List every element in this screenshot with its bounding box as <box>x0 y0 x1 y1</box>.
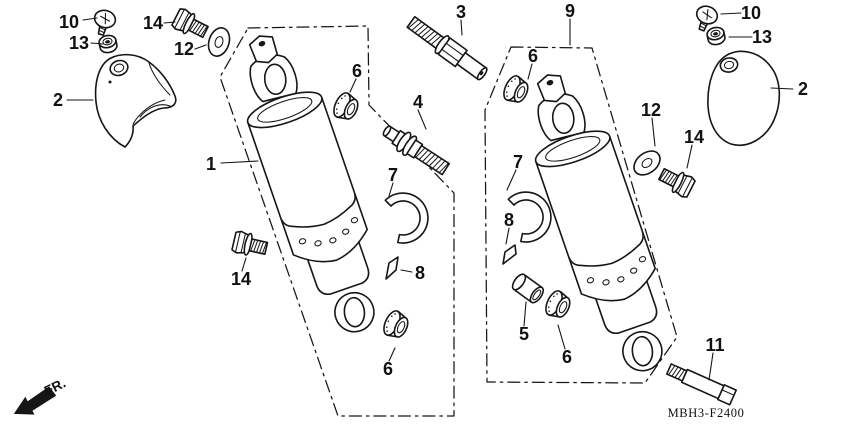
callout-leader-7-9 <box>388 182 394 197</box>
callout-label-4-8: 4 <box>413 92 423 112</box>
callout-label-14-16: 14 <box>684 127 704 147</box>
callout-leader-2-19 <box>770 87 794 90</box>
callout-leader-10-0 <box>82 17 98 21</box>
callout-label-1-5: 1 <box>206 154 216 174</box>
part-6-bushing-left-bottom <box>379 307 413 343</box>
callout-label-10-17: 10 <box>741 3 761 23</box>
right-assembly-boundary <box>484 46 678 384</box>
part-11-mounting-bolt <box>664 360 738 406</box>
callout-leader-6-23 <box>557 324 566 350</box>
callout-label-2-19: 2 <box>798 79 808 99</box>
callout-label-13-1: 13 <box>69 33 89 53</box>
part-6-bushing-left-top <box>329 89 363 125</box>
callout-leader-10-17 <box>720 12 742 15</box>
callout-label-5-22: 5 <box>519 324 529 344</box>
part-10-screw-left <box>89 7 119 38</box>
callout-label-9-13: 9 <box>565 1 575 21</box>
callout-leader-11-24 <box>708 352 714 381</box>
callout-label-2-4: 2 <box>53 90 63 110</box>
part-6-bushing-right-bottom <box>541 287 575 323</box>
fr-direction-arrow: FR. <box>13 375 68 415</box>
callout-label-8-21: 8 <box>504 210 514 230</box>
part-1-shock-absorber-left <box>221 22 399 345</box>
left-assembly-boundary <box>219 25 455 417</box>
callout-label-12-15: 12 <box>641 100 661 120</box>
callout-leader-5-22 <box>523 301 527 327</box>
callout-label-13-18: 13 <box>752 27 772 47</box>
callout-label-6-7: 6 <box>352 61 362 81</box>
callout-leader-14-11 <box>241 257 247 272</box>
diagram-code: MBH3-F2400 <box>668 406 745 420</box>
callout-label-8-10: 8 <box>415 263 425 283</box>
callout-label-11-24: 11 <box>705 335 724 355</box>
callout-leader-12-3 <box>194 44 207 50</box>
callout-label-6-12: 6 <box>383 359 393 379</box>
callout-leader-8-10 <box>400 269 413 273</box>
part-14-bolt-top-left <box>170 6 212 43</box>
callout-leader-12-15 <box>651 117 656 147</box>
callout-leader-13-1 <box>90 42 104 45</box>
part-12-washer-right <box>628 145 666 181</box>
part-2-cover-right <box>707 50 781 146</box>
part-3-adjuster-stud <box>404 12 492 85</box>
callout-label-14-11: 14 <box>231 269 251 289</box>
callout-label-10-0: 10 <box>59 12 79 32</box>
callout-label-6-14: 6 <box>528 46 538 66</box>
callout-label-6-23: 6 <box>562 347 572 367</box>
part-2-cover-left <box>94 53 177 148</box>
callout-label-12-3: 12 <box>174 39 194 59</box>
callout-leader-6-14 <box>527 63 533 80</box>
callout-leader-4-8 <box>417 109 427 130</box>
callout-leader-14-16 <box>686 144 693 169</box>
callout-label-14-2: 14 <box>143 13 163 33</box>
callout-leader-14-2 <box>163 21 176 24</box>
callout-leader-6-7 <box>349 78 357 93</box>
part-13-nut-right <box>705 25 727 47</box>
part-12-washer-left <box>204 24 234 60</box>
part-6-bushing-right-top <box>499 72 533 108</box>
part-14-bolt-right <box>655 163 697 200</box>
callout-label-7-20: 7 <box>513 152 523 172</box>
callout-label-7-9: 7 <box>388 165 398 185</box>
part-7-guard-left <box>384 192 429 244</box>
callout-leader-3-6 <box>460 19 463 36</box>
part-5-collar <box>509 271 547 306</box>
callout-leader-8-21 <box>505 227 510 245</box>
part-14-bolt-lower-left <box>230 229 270 260</box>
part-7-guard-right <box>507 191 552 243</box>
callout-leader-1-5 <box>220 160 259 164</box>
part-8-clip-left <box>385 256 399 280</box>
callout-leader-6-12 <box>388 347 396 362</box>
callout-label-3-6: 3 <box>456 2 466 22</box>
part-8-clip-right <box>502 244 517 265</box>
callout-leader-7-20 <box>506 169 517 191</box>
